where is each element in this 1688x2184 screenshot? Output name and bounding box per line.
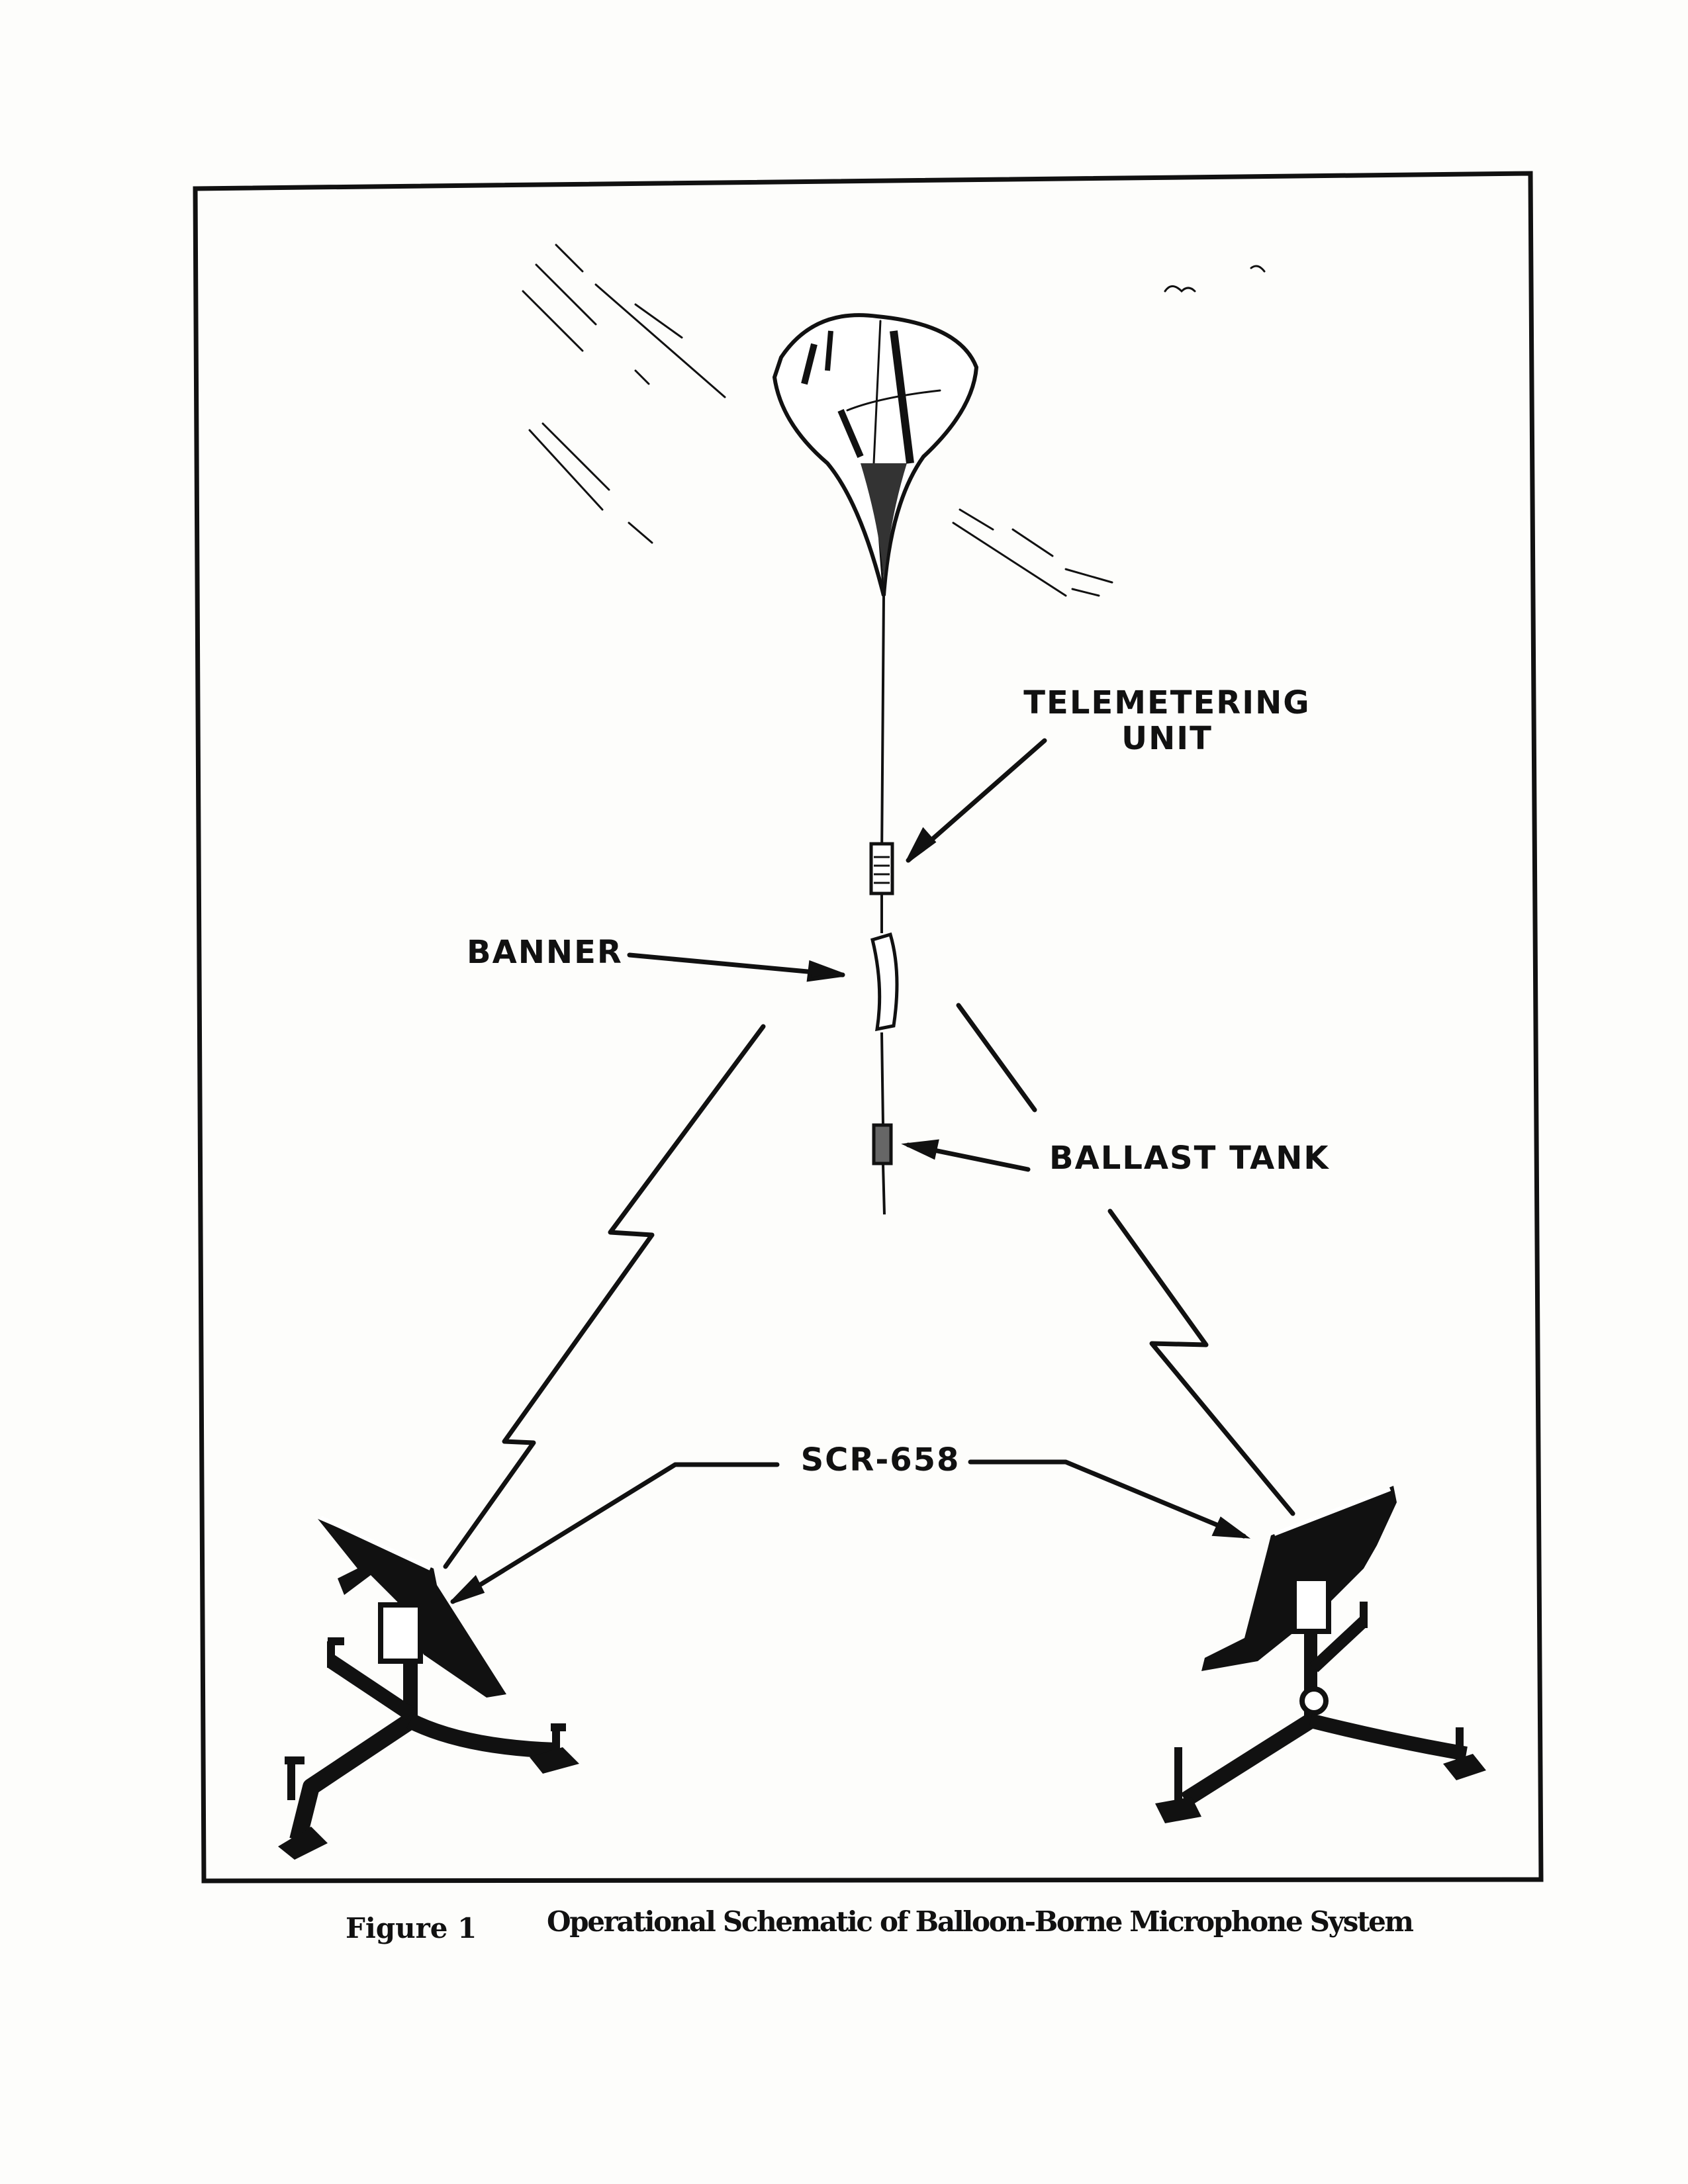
banner <box>870 932 899 1032</box>
radar-scr-658-left <box>278 1516 579 1860</box>
telemetering-unit <box>869 842 894 895</box>
ballast-tank-label: BALLAST TANK <box>1049 1140 1330 1177</box>
radio-link-lightning <box>443 1003 1295 1569</box>
banner-label: BANNER <box>467 934 623 971</box>
telemetering-unit-label-line2: UNIT <box>1121 720 1213 757</box>
figure-frame <box>193 171 1544 1884</box>
figure-number: Figure 1 <box>346 1912 477 1944</box>
balloon <box>772 313 979 597</box>
ballast-tank <box>872 1123 893 1165</box>
sky-strokes <box>522 244 1266 597</box>
tether-line <box>880 595 886 1215</box>
scr-658-label: SCR-658 <box>801 1441 961 1479</box>
telemetering-unit-label: TELEMETERING <box>1023 684 1310 721</box>
figure-caption-title: Operational Schematic of Balloon-Borne M… <box>547 1905 1414 1938</box>
pointer-arrows <box>450 738 1251 1604</box>
radar-scr-658-right <box>1155 1486 1486 1823</box>
